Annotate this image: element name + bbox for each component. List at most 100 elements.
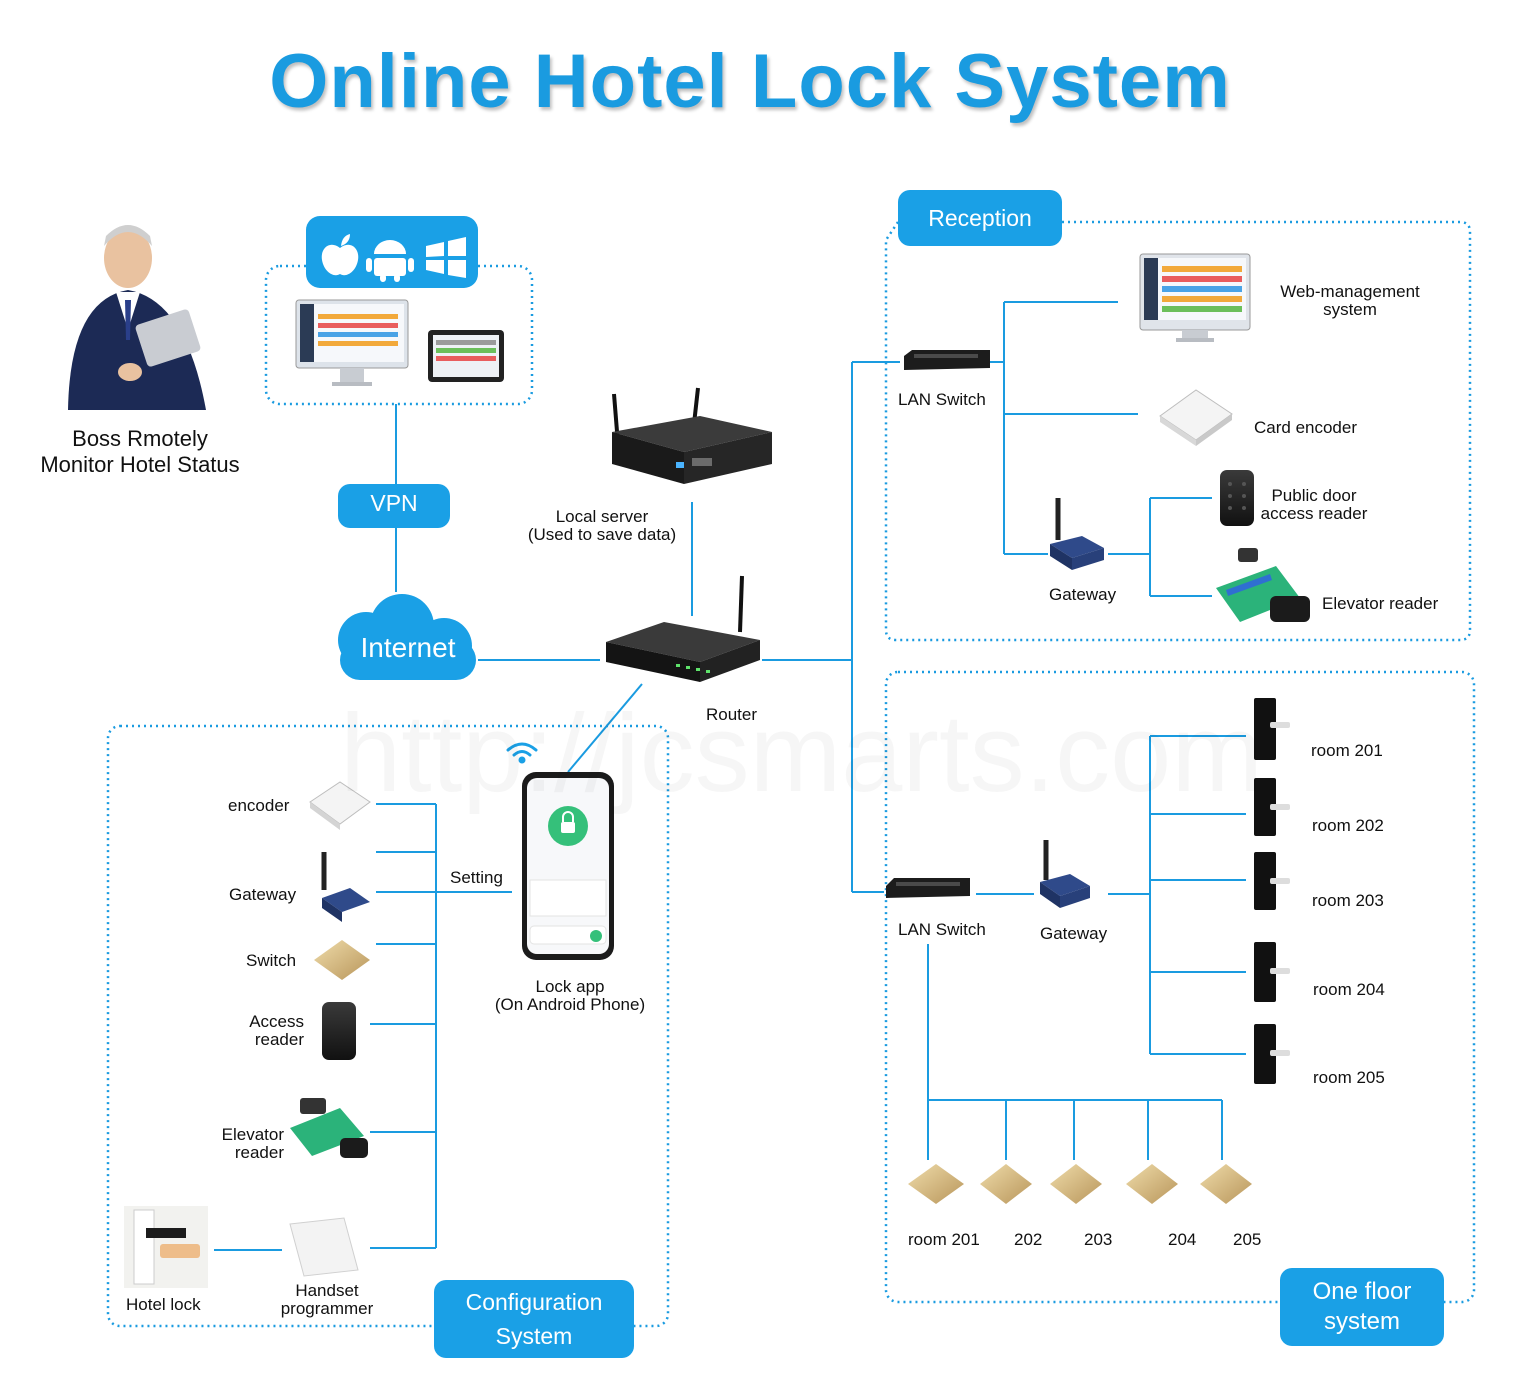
reception-badge: Reception (898, 190, 1062, 246)
hotel-lock-photo (124, 1206, 208, 1288)
config-elevator-reader-device (290, 1098, 368, 1158)
floor-frame (884, 670, 1476, 1304)
room-label-203: room 203 (1312, 891, 1384, 910)
windows-icon (426, 237, 466, 278)
door-lock-201 (1254, 698, 1290, 760)
door-lock-203 (1254, 852, 1290, 910)
web-management-monitor (1139, 253, 1251, 342)
door-lock-202 (1254, 778, 1290, 836)
boss-caption-line1: Boss Rmotely (72, 426, 208, 451)
handset-caption: Handset programmer (281, 1282, 374, 1318)
room-label-201: room 201 (1311, 741, 1383, 760)
tablet-device (428, 330, 504, 382)
switch-label-203: 203 (1084, 1230, 1113, 1249)
android-phone (522, 772, 614, 960)
config-encoder-device (309, 781, 371, 830)
router-phone-line (567, 683, 643, 773)
card-encoder-device (1159, 389, 1233, 446)
businessman-illustration (68, 225, 206, 410)
elevator-reader-device (1216, 548, 1310, 622)
vpn-label: VPN (370, 490, 418, 516)
config-encoder-label: encoder (228, 796, 290, 815)
energy-switch-205 (1200, 1164, 1252, 1204)
config-gateway-device (321, 852, 370, 922)
reception-gateway-label: Gateway (1049, 585, 1117, 604)
config-section-line2: System (495, 1323, 573, 1349)
elevator-reader-label: Elevator reader (1322, 594, 1439, 613)
energy-switch-201 (908, 1164, 964, 1204)
config-access-caption: Access reader (200, 1013, 304, 1049)
one-floor-line1: One floor (1312, 1278, 1412, 1305)
setting-label: Setting (450, 868, 503, 887)
boss-caption-line2: Monitor Hotel Status (40, 452, 240, 477)
watermark: http://jcsmarts.com (340, 690, 1263, 817)
config-gateway-label: Gateway (229, 885, 297, 904)
config-elevator-caption: Elevator reader (180, 1126, 284, 1162)
public-door-line1: Public door (1271, 486, 1357, 505)
boss-caption: Boss Rmotely Monitor Hotel Status (40, 426, 239, 478)
floor-lan-switch-label: LAN Switch (898, 920, 986, 939)
door-lock-204 (1254, 942, 1290, 1002)
reception-lan-switch-label: LAN Switch (898, 390, 986, 409)
public-door-reader-device (1220, 470, 1254, 526)
apple-icon (321, 234, 359, 276)
one-floor-line2: system (1323, 1308, 1400, 1335)
web-mgmt-line2: system (1323, 300, 1377, 319)
reception-lan-switch (904, 350, 990, 370)
wifi-icon (506, 742, 538, 764)
floor-gateway-device (1040, 840, 1090, 908)
energy-switch-devices (908, 1164, 1252, 1204)
local-server-caption: Local server (Used to save data) (528, 508, 676, 544)
lock-app-line2: (On Android Phone) (494, 995, 646, 1014)
config-elevator-line2: reader (234, 1143, 284, 1162)
handset-programmer-device (289, 1217, 359, 1277)
door-lock-205 (1254, 1024, 1290, 1084)
energy-switch-204 (1126, 1164, 1178, 1204)
one-floor-badge: One floor system (1280, 1268, 1444, 1346)
switch-label-205: 205 (1233, 1230, 1262, 1249)
local-server (612, 387, 772, 484)
public-door-line2: access reader (1260, 504, 1368, 523)
floor-gateway-label: Gateway (1040, 924, 1108, 943)
android-icon (366, 240, 414, 282)
switch-label-201: room 201 (908, 1230, 980, 1249)
handset-line2: programmer (280, 1299, 374, 1318)
floor-lan-switch (886, 878, 970, 898)
lock-app-caption: Lock app (On Android Phone) (495, 978, 645, 1014)
web-mgmt-caption: Web-management system (1280, 283, 1420, 319)
remote-platform-frame (264, 264, 534, 406)
card-encoder-label: Card encoder (1254, 418, 1358, 437)
room-label-202: room 202 (1312, 816, 1384, 835)
config-switch-device (314, 940, 370, 980)
connection-lines (214, 301, 1246, 1251)
config-frame (106, 724, 670, 1328)
config-elevator-line1: Elevator (221, 1125, 284, 1144)
config-access-line1: Access (249, 1012, 304, 1031)
energy-switch-202 (980, 1164, 1032, 1204)
platform-icons-bar (306, 216, 478, 288)
switch-label-204: 204 (1168, 1230, 1197, 1249)
web-mgmt-line1: Web-management (1280, 282, 1420, 301)
config-switch-label: Switch (246, 951, 297, 970)
door-lock-devices (1254, 698, 1290, 1084)
switch-label-202: 202 (1014, 1230, 1043, 1249)
energy-switch-203 (1050, 1164, 1102, 1204)
room-label-204: room 204 (1313, 980, 1385, 999)
page-title: Online Hotel Lock System (269, 39, 1231, 124)
router-label: Router (706, 705, 758, 724)
vpn-pill (338, 484, 450, 528)
internet-cloud (338, 594, 476, 680)
internet-label: Internet (360, 632, 456, 663)
handset-line1: Handset (295, 1281, 359, 1300)
config-section-line1: Configuration (465, 1289, 603, 1315)
desktop-monitor (295, 299, 409, 386)
configuration-system-badge: Configuration System (434, 1280, 634, 1358)
hotel-lock-label: Hotel lock (126, 1295, 201, 1314)
reception-gateway-device (1050, 498, 1104, 570)
server-line1: Local server (555, 507, 649, 526)
section-frames (106, 220, 1476, 1328)
server-line2: (Used to save data) (527, 525, 677, 544)
room-label-205: room 205 (1313, 1068, 1385, 1087)
